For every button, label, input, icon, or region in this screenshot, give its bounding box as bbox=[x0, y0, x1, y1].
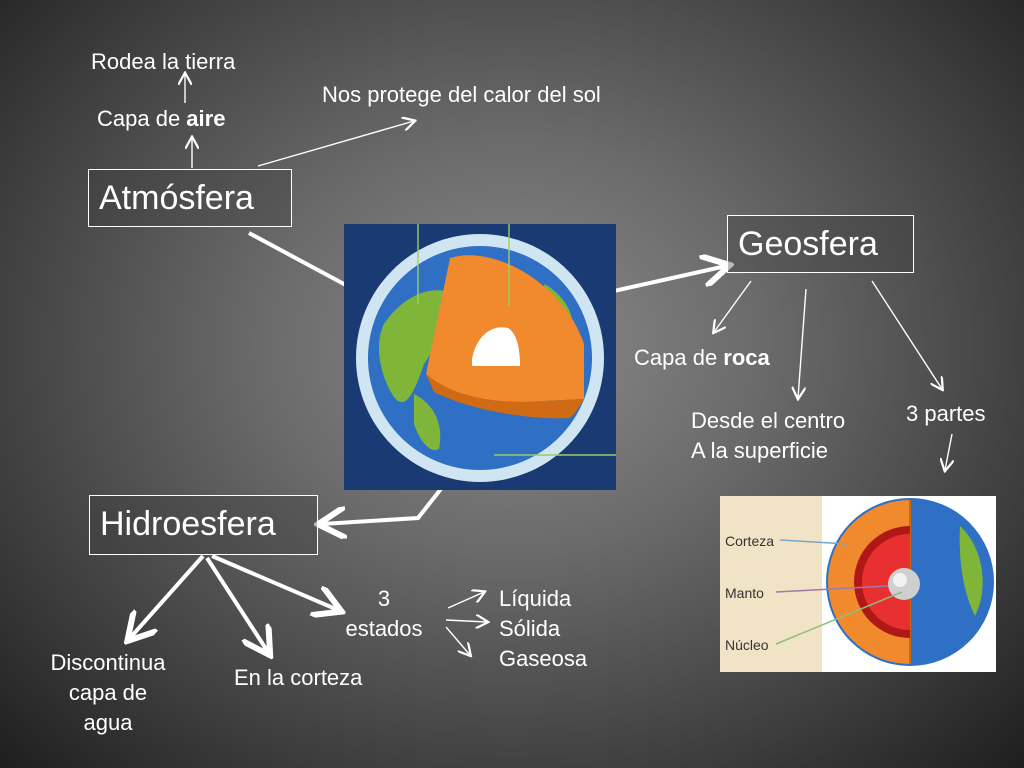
manto-layer-label: Manto bbox=[725, 585, 764, 601]
capa-aire-bold: aire bbox=[186, 106, 226, 131]
estados-line-1: 3 bbox=[377, 586, 391, 611]
discontinua-line-1: Discontinua bbox=[50, 650, 166, 675]
estados-line-2: estados bbox=[345, 616, 423, 641]
earth-cutaway-image bbox=[344, 224, 616, 490]
discontinua-line-2: capa de bbox=[68, 680, 148, 705]
hidroesfera-box: Hidroesfera bbox=[89, 495, 318, 555]
desde-centro-label: Desde el centro A la superficie bbox=[691, 406, 845, 466]
nucleo-layer-label: Núcleo bbox=[725, 637, 769, 653]
tres-estados-label: 3 estados bbox=[334, 584, 434, 644]
corteza-layer-label: Corteza bbox=[725, 533, 775, 549]
capa-aire-prefix: Capa de bbox=[97, 106, 187, 131]
earth-cutaway-graphic bbox=[356, 224, 616, 482]
tres-partes-label: 3 partes bbox=[906, 401, 986, 426]
solida-label: Sólida bbox=[499, 616, 561, 641]
capa-aire-label: Capa de aire bbox=[97, 104, 225, 134]
discontinua-line-3: agua bbox=[83, 710, 133, 735]
gaseosa-label: Gaseosa bbox=[499, 646, 588, 671]
capa-roca-prefix: Capa de bbox=[634, 345, 724, 370]
earth-layers-image: Corteza Manto Núcleo bbox=[720, 496, 996, 672]
capa-roca-bold: roca bbox=[723, 345, 770, 370]
protege-label: Nos protege del calor del sol bbox=[322, 82, 601, 107]
earth-layers-graphic bbox=[720, 496, 994, 672]
estados-list: Líquida Sólida Gaseosa bbox=[499, 584, 587, 674]
capa-roca-label: Capa de roca bbox=[634, 343, 770, 373]
geosfera-box: Geosfera bbox=[727, 215, 914, 273]
desde-line-2: A la superficie bbox=[691, 438, 828, 463]
en-la-corteza-label: En la corteza bbox=[234, 665, 363, 690]
rodea-label: Rodea la tierra bbox=[91, 49, 236, 74]
atmosfera-box: Atmósfera bbox=[88, 169, 292, 227]
discontinua-label: Discontinua capa de agua bbox=[38, 648, 178, 738]
desde-line-1: Desde el centro bbox=[691, 408, 846, 433]
liquida-label: Líquida bbox=[499, 586, 572, 611]
